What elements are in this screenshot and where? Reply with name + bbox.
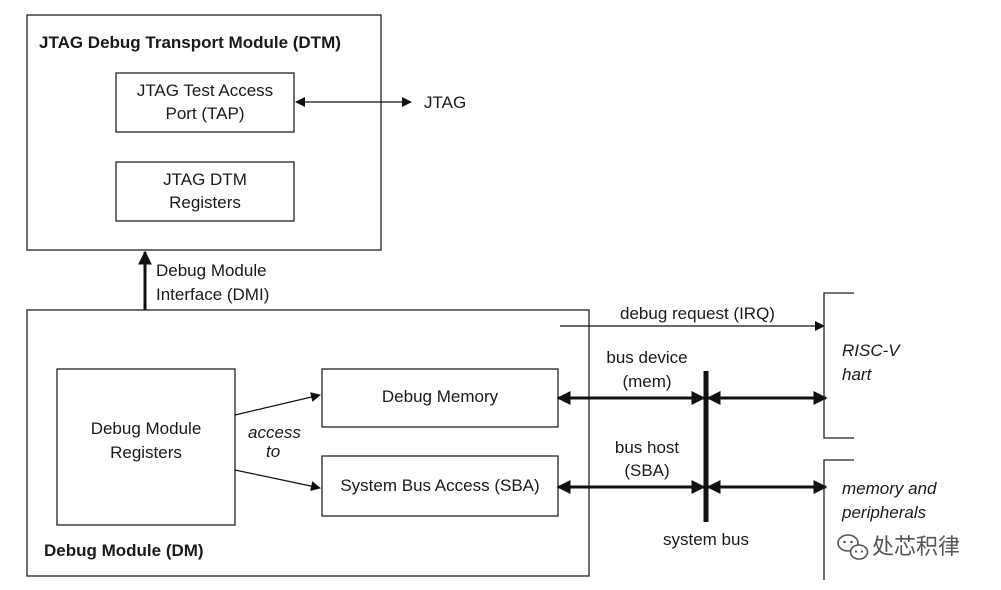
dm-title: Debug Module (DM) xyxy=(44,541,204,560)
tap-label-line2: Port (TAP) xyxy=(165,104,244,123)
bus-host-label-line2: (SBA) xyxy=(624,461,669,480)
access-arrow-sba xyxy=(234,469,321,492)
dm-registers-label-line1: Debug Module xyxy=(91,419,202,438)
hart-label-line1: RISC-V xyxy=(842,341,901,360)
dtm-registers-box xyxy=(115,161,295,222)
tap-box xyxy=(115,72,295,133)
debug-memory-label: Debug Memory xyxy=(382,387,499,406)
dm-registers-box xyxy=(56,368,236,526)
hart-label-line2: hart xyxy=(842,365,873,384)
access-arrow-memory xyxy=(234,392,321,416)
hart-bracket xyxy=(823,292,854,439)
access-label-line2: to xyxy=(266,442,280,461)
dmi-label-line2: Interface (DMI) xyxy=(156,285,269,304)
peripherals-label-line1: memory and xyxy=(842,479,937,498)
dtm-registers-label-line2: Registers xyxy=(169,193,241,212)
dmi-label-line1: Debug Module xyxy=(156,261,267,280)
sba-label: System Bus Access (SBA) xyxy=(340,476,539,495)
bus-host-label-line1: bus host xyxy=(615,438,680,457)
wechat-icon xyxy=(837,534,869,560)
bus-device-label-line1: bus device xyxy=(606,348,687,367)
peripherals-label-line2: peripherals xyxy=(841,503,927,522)
bus-device-label-line2: (mem) xyxy=(622,372,671,391)
debug-memory-box xyxy=(321,368,559,428)
dtm-title: JTAG Debug Transport Module (DTM) xyxy=(39,33,341,52)
dtm-registers-label-line1: JTAG DTM xyxy=(163,170,247,189)
debug-request-label: debug request (IRQ) xyxy=(620,304,775,323)
dm-registers-label-line2: Registers xyxy=(110,443,182,462)
tap-label-line1: JTAG Test Access xyxy=(137,81,273,100)
jtag-label: JTAG xyxy=(424,93,466,112)
peripherals-bracket xyxy=(823,459,854,580)
system-bus-label: system bus xyxy=(663,530,749,549)
access-label-line1: access xyxy=(248,423,301,442)
watermark-text: 处芯积律 xyxy=(872,535,960,560)
sba-box xyxy=(321,455,559,517)
